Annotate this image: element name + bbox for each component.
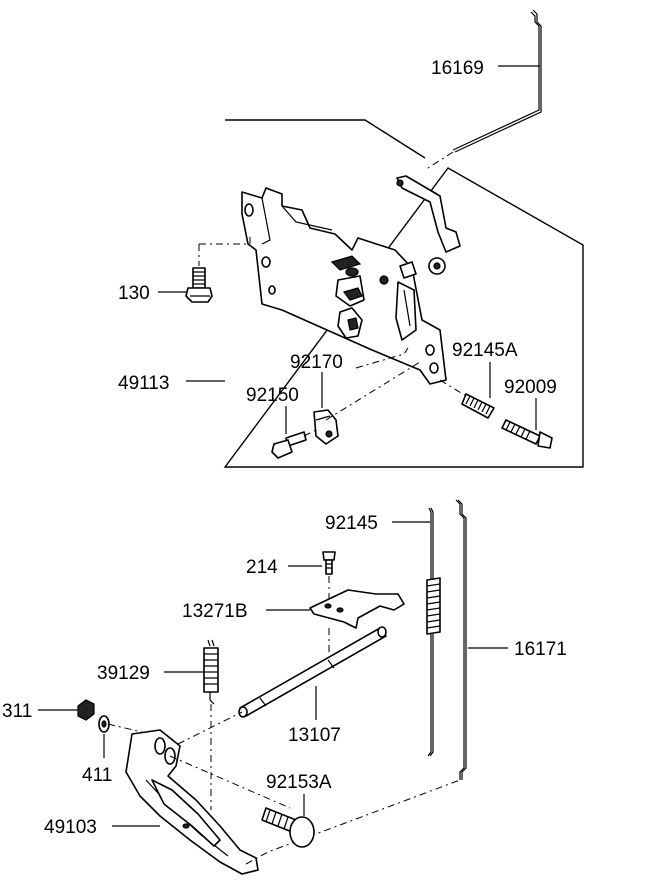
part-92145A-spring: [461, 393, 495, 419]
label-16169: 16169: [431, 58, 484, 79]
part-92170-clip: [313, 409, 339, 445]
part-92009-screw: [501, 419, 553, 449]
label-49103: 49103: [44, 817, 97, 838]
label-49113: 49113: [118, 373, 169, 394]
part-92153A-bolt: [261, 807, 315, 848]
label-92009: 92009: [504, 377, 557, 398]
label-13271B: 13271B: [182, 601, 248, 622]
label-92145: 92145: [325, 513, 378, 534]
part-49113-control-plate: [241, 187, 447, 385]
part-92145-spring-rod: [426, 507, 441, 757]
assembly-frame-49113: [223, 119, 584, 468]
part-lever-16169-link: [396, 175, 461, 279]
label-92145A: 92145A: [452, 340, 518, 361]
label-411: 411: [82, 765, 112, 786]
part-214-screw: [322, 551, 336, 575]
label-92150: 92150: [246, 385, 299, 406]
part-92150-bolt: [271, 431, 307, 459]
part-13107-shaft: [238, 626, 387, 718]
part-130-bolt: [185, 267, 213, 303]
part-39129-spring: [203, 639, 219, 705]
label-130: 130: [118, 283, 150, 304]
label-214: 214: [246, 557, 278, 578]
part-16171-rod: [455, 499, 467, 780]
part-311-nut: [77, 699, 95, 721]
label-92170: 92170: [290, 352, 343, 373]
label-16171: 16171: [514, 639, 567, 660]
label-311: 311: [2, 701, 32, 722]
label-13107: 13107: [288, 725, 341, 746]
part-49103-lever: [125, 729, 259, 875]
part-16169-rod: [452, 9, 542, 153]
part-13271B-bracket: [309, 589, 405, 629]
label-39129: 39129: [97, 663, 150, 684]
part-411-washer: [98, 715, 110, 733]
label-92153A: 92153A: [266, 772, 332, 793]
